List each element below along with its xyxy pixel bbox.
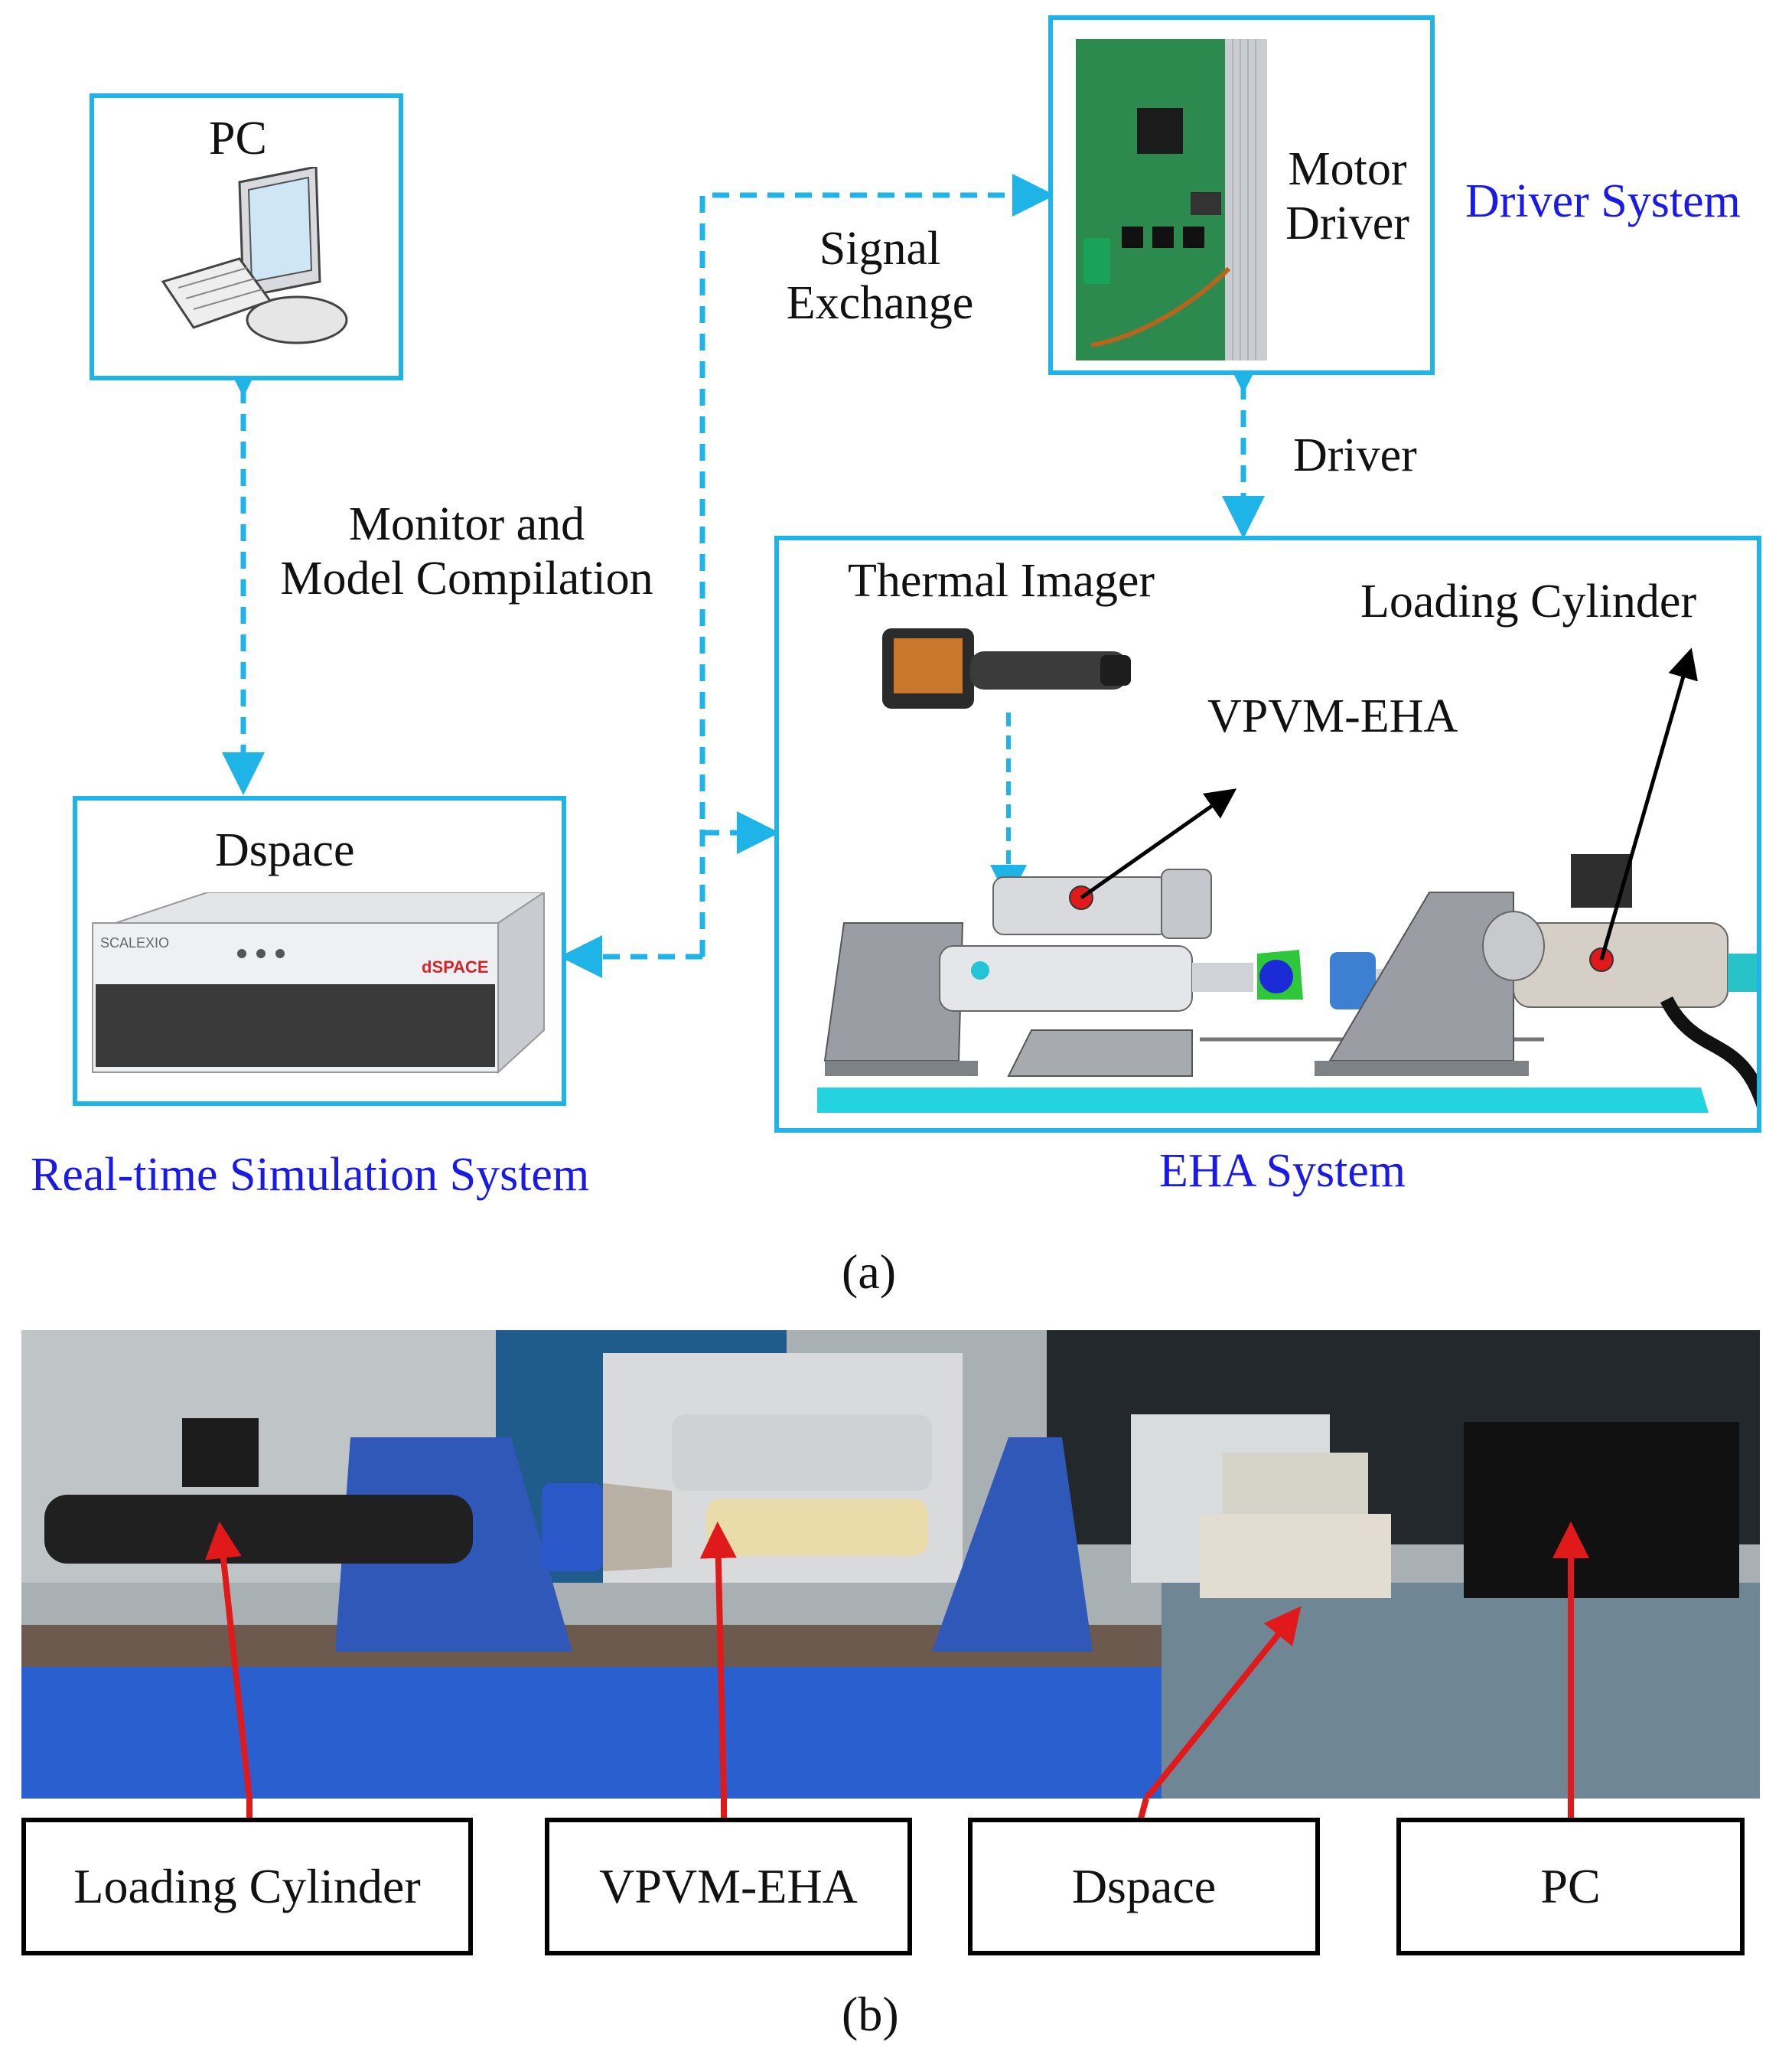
- vpvm-eha-label: VPVM-EHA: [1207, 690, 1458, 742]
- loading-cylinder-label: Loading Cylinder: [1360, 576, 1697, 628]
- thermal-imager-label: Thermal Imager: [848, 555, 1155, 607]
- photo-pointer-dspace: [1143, 1606, 1302, 1799]
- label-dspace: Dspace: [968, 1818, 1320, 1955]
- driver-connection-label: Driver: [1293, 429, 1417, 481]
- caption-b: (b): [842, 1987, 899, 2041]
- dspace-title: Dspace: [215, 824, 355, 876]
- monitor-label-line1: Monitor and: [348, 498, 585, 550]
- driver-system-label: Driver System: [1465, 175, 1741, 227]
- label-pc: PC: [1396, 1818, 1745, 1955]
- signal-exchange-label: Signal Exchange: [758, 222, 1002, 331]
- realtime-system-label: Real-time Simulation System: [31, 1149, 590, 1201]
- signal-exchange-line1: Signal: [819, 223, 941, 275]
- signal-exchange-line2: Exchange: [786, 277, 974, 330]
- motor-driver-label: Motor Driver: [1267, 142, 1428, 252]
- label-loading-cylinder: Loading Cylinder: [21, 1818, 473, 1955]
- pointer-vpvm-eha: [1080, 788, 1237, 900]
- driver-box: Motor Driver: [1048, 15, 1435, 375]
- motor-driver-label-line1: Motor: [1288, 143, 1407, 195]
- motor-driver-label-line2: Driver: [1285, 197, 1409, 250]
- pc-title: PC: [209, 113, 267, 165]
- lab-photo-scene: [21, 1330, 1760, 1799]
- rig-base: [817, 1088, 1709, 1113]
- arrow-signal-exchange: [699, 174, 1055, 957]
- label-vpvm-eha: VPVM-EHA: [545, 1818, 912, 1955]
- eha-box: Thermal Imager Loading Cylinder VPVM-EHA: [774, 536, 1761, 1133]
- computer-icon: [161, 167, 348, 344]
- caption-a: (a): [842, 1244, 897, 1299]
- eha-test-rig-drawing: [817, 628, 1757, 1113]
- eha-system-label: EHA System: [1159, 1145, 1406, 1197]
- monitor-label: Monitor and Model Compilation: [253, 497, 681, 607]
- photo-pointer-loading-cylinder: [205, 1521, 253, 1799]
- photo-pointer-vpvm-eha: [699, 1521, 737, 1799]
- lab-photo: [21, 1330, 1760, 1799]
- connector-layer: [222, 174, 1265, 978]
- motor-driver-board-image: [1076, 39, 1267, 360]
- pc-box: PC: [90, 93, 403, 380]
- dspace-box: Dspace SCALEXIO dSPACE: [73, 796, 566, 1106]
- scalexio-text: SCALEXIO: [100, 935, 169, 951]
- thermal-imager-image: [882, 628, 1131, 709]
- dspace-device-image: SCALEXIO dSPACE: [92, 892, 546, 1075]
- pointer-loading-cylinder: [1599, 647, 1698, 960]
- monitor-label-line2: Model Compilation: [280, 553, 653, 605]
- photo-pointer-layer: [205, 1521, 1589, 1799]
- dspace-logo-text: dSPACE: [422, 957, 489, 977]
